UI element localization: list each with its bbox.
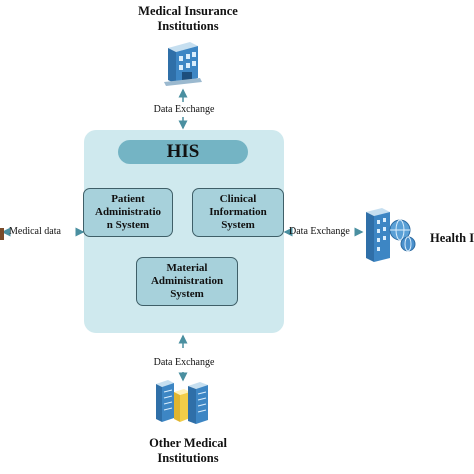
module-patient-label: Patient Administratio n System — [95, 193, 161, 231]
module-clinical-label: Clinical Information System — [209, 193, 267, 231]
edge-label-left: Medical data — [9, 226, 61, 237]
module-material-administration[interactable]: Material Administration System — [136, 257, 238, 306]
edge-label-bottom: Data Exchange — [153, 357, 215, 368]
building-icon — [164, 42, 202, 86]
module-clinical-information[interactable]: Clinical Information System — [192, 188, 284, 237]
server-racks-icon — [156, 380, 208, 424]
left-node-icon-fragment — [0, 228, 4, 240]
top-node-title: Medical Insurance Institutions — [138, 4, 238, 33]
his-title: HIS — [118, 140, 248, 164]
module-material-label: Material Administration System — [150, 262, 224, 300]
health-building-globe-icon — [366, 208, 416, 262]
edge-label-right: Data Exchange — [289, 226, 350, 237]
right-node-title: Health I — [430, 231, 474, 245]
edge-label-top: Data Exchange — [153, 104, 215, 115]
module-patient-administration[interactable]: Patient Administratio n System — [83, 188, 173, 237]
bottom-node-title: Other Medical Institutions — [149, 436, 227, 465]
